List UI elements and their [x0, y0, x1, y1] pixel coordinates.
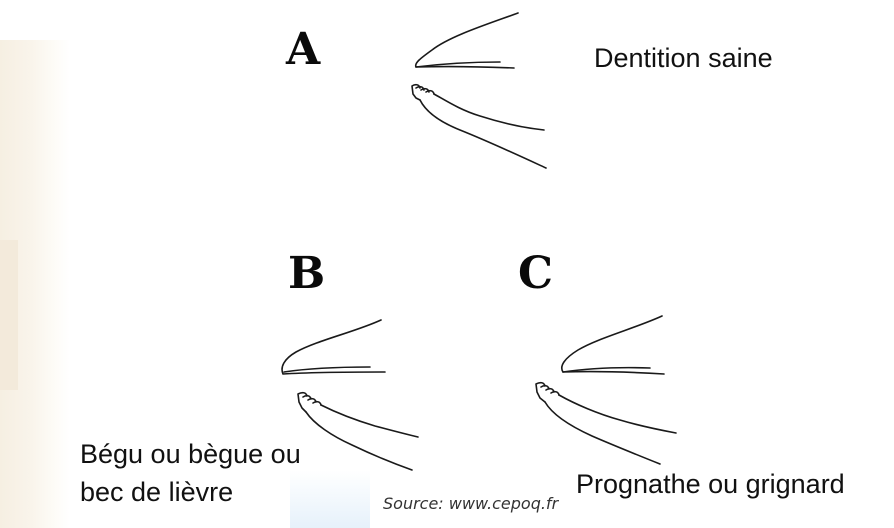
beak-c-lower-teeth — [536, 383, 559, 402]
beak-a-drawing — [412, 13, 546, 168]
beak-c-lower-jaw-bottom — [545, 402, 660, 464]
beak-a-lower-teeth — [412, 85, 434, 100]
beak-a-lower-jaw-top — [434, 94, 544, 130]
beak-b-drawing — [282, 320, 418, 470]
beak-b-tongue — [284, 367, 370, 372]
beak-b-upper-mandible — [282, 320, 385, 374]
beak-c-upper-mandible — [562, 316, 664, 374]
beak-a-upper-mandible — [416, 13, 518, 68]
beak-c-lower-jaw-top — [559, 395, 676, 433]
beak-b-lower-jaw-top — [321, 405, 418, 437]
beak-c-drawing — [536, 316, 676, 464]
beak-a-lower-jaw-bottom — [420, 100, 546, 168]
beak-b-lower-teeth — [298, 393, 321, 412]
